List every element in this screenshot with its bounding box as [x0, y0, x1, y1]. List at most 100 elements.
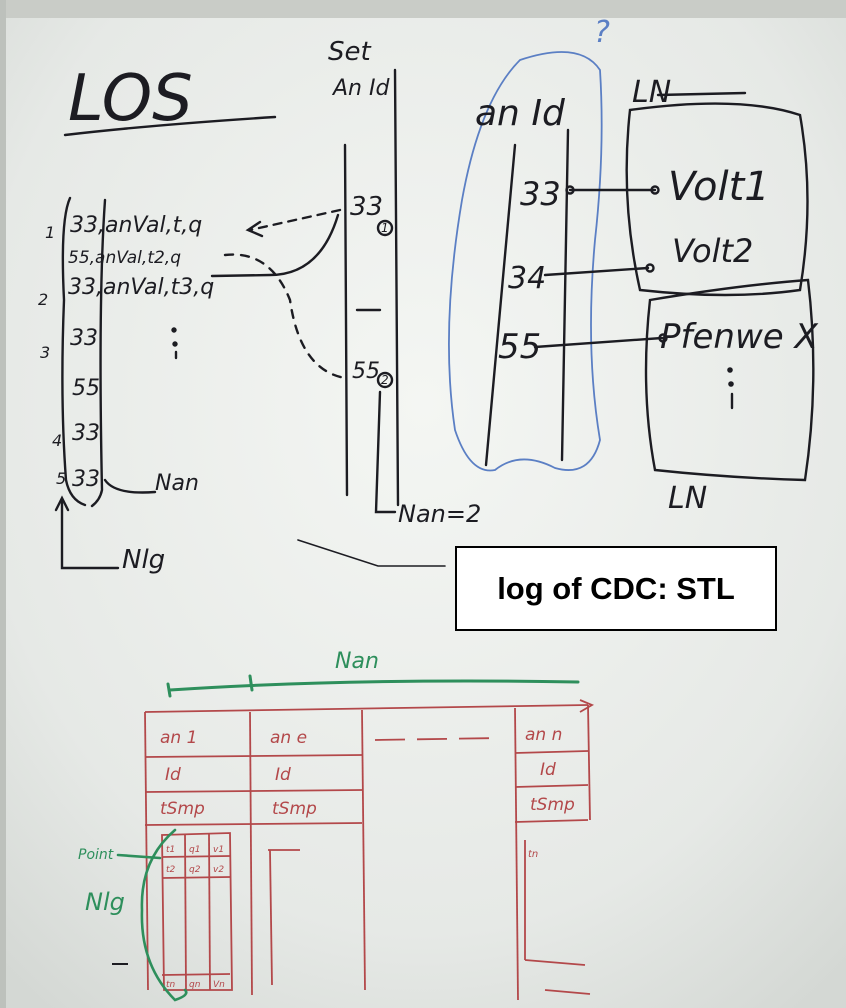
link-dashed-1: [248, 208, 342, 232]
callout-pointer: [297, 539, 446, 567]
log-row-5: 55: [72, 376, 100, 401]
table-cell-tsmp-n: tSmp: [530, 795, 575, 815]
green-nan-header: Nan: [166, 649, 580, 698]
set-header-2: An Id: [331, 76, 390, 101]
nlg-arrowhead: [54, 495, 70, 512]
callout-box: log of CDC: STL: [455, 546, 777, 631]
table-nan-label: Nan: [335, 649, 379, 674]
table-col-header-n: an n: [525, 725, 562, 745]
ln-ellipsis-dot: [727, 367, 733, 373]
nan-span-line: [168, 679, 580, 692]
inner-grid-outline: [161, 832, 233, 991]
table-cell-id-n: Id: [540, 760, 556, 780]
coln-inner-line: [524, 959, 586, 966]
table-col-divider: [587, 704, 591, 821]
set-column-right: [393, 68, 400, 507]
log-index-1: 1: [45, 223, 55, 242]
log-index-4: 4: [52, 431, 62, 450]
set-value-2: 55: [352, 359, 380, 384]
ln-box-top: [625, 102, 809, 297]
ln-box-bottom: [644, 278, 815, 482]
log-row-1: 33,anVal,t,q: [70, 213, 202, 238]
log-bracket-right: [90, 198, 107, 508]
los-sketch: LOS 33,anVal,t,q 55,anVal,t2,q 33,anVal,…: [38, 37, 481, 575]
blue-selection-outline: [448, 51, 603, 472]
log-row-3: 33,anVal,t3,q: [68, 275, 214, 300]
table-arrow-head: [579, 699, 595, 713]
link-55-pfenwe: [533, 336, 664, 349]
pointer-label: Point: [78, 847, 114, 863]
board-edge-top: [0, 0, 846, 18]
set-column-left: [343, 143, 349, 497]
inner-cell: tn: [166, 980, 176, 990]
table-col-header-1: an 1: [160, 728, 197, 748]
ln-bottom-label: LN: [668, 481, 707, 516]
an-id-33: 33: [520, 175, 561, 213]
link-node: [645, 263, 655, 273]
table-row-divider: [144, 789, 363, 793]
set-mark-2: 2: [381, 373, 389, 387]
table-col-divider: [144, 711, 149, 991]
table-cell-tsmp-2: tSmp: [272, 799, 317, 819]
pointer-arrow: [116, 853, 162, 860]
an-id-header: an Id: [475, 93, 566, 134]
inner-cell: v1: [213, 845, 224, 855]
link-34-volt2: [543, 266, 650, 277]
link-node: [650, 185, 660, 195]
inner-grid-col: [208, 833, 211, 991]
link-node: [658, 333, 668, 343]
question-mark: ?: [594, 15, 610, 50]
nan-arrow: [103, 478, 157, 494]
set-mark-circle: [376, 371, 394, 389]
table-row-divider: [144, 754, 363, 758]
log-index-5: 5: [56, 469, 66, 488]
nlg-arrow: [60, 498, 120, 570]
nan-span-tick: [248, 674, 254, 692]
nan-note-arrow: [374, 390, 397, 514]
an-id-34: 34: [508, 261, 546, 296]
table-cell-id-2: Id: [275, 765, 291, 785]
link-dashed-2: [223, 253, 347, 380]
set-mark-1: 1: [381, 221, 389, 235]
set-mark-circle: [376, 219, 394, 237]
ln-top-label: LN: [632, 75, 671, 110]
inner-cell: Vn: [213, 980, 225, 990]
table-row-divider: [144, 822, 363, 826]
nan-note: Nan=2: [398, 500, 481, 528]
log-row-7: 33: [72, 467, 100, 492]
inner-cell: v2: [213, 865, 224, 875]
los-underline: [63, 115, 277, 137]
link-dashed-1-head: [245, 220, 264, 238]
inner-grid-row: [161, 876, 231, 879]
table-dash-row: [374, 737, 501, 741]
table-top-border: [144, 704, 589, 713]
link-solid: [210, 213, 340, 278]
table-cell-id-1: Id: [165, 765, 181, 785]
set-header: Set: [328, 37, 372, 67]
inner-cell: qn: [189, 980, 201, 990]
nan-arrow-label: Nan: [155, 471, 199, 496]
red-table: [144, 699, 595, 1001]
log-ellipsis-dot: [172, 341, 178, 347]
callout-text: log of CDC: STL: [497, 570, 735, 606]
inner-cell: q1: [189, 845, 200, 855]
log-bracket: [61, 196, 87, 507]
log-row-2: 55,anVal,t2,q: [68, 248, 181, 268]
nlg-bracket: [140, 828, 188, 1002]
log-row-6: 33: [72, 421, 100, 446]
link-node: [565, 185, 575, 195]
an-id-column-right: [560, 128, 570, 462]
set-value-1: 33: [350, 192, 383, 222]
inner-grid-row: [161, 973, 231, 976]
ln-ellipsis-dot: [728, 381, 734, 387]
inner-cell: t1: [166, 845, 175, 855]
nlg-table-label: Nlg: [85, 888, 125, 916]
table-col-divider: [514, 707, 519, 1001]
green-nlg-bracket: Point Nlg: [78, 828, 188, 1002]
inner-grid-col: [184, 833, 187, 991]
ln-item-volt2: Volt2: [672, 232, 753, 270]
red-table-text: an 1 an e an n Id Id Id tSmp tSmp tSmp t…: [160, 725, 575, 990]
an-id-column-left: [484, 143, 517, 467]
log-index-3: 3: [40, 343, 50, 362]
